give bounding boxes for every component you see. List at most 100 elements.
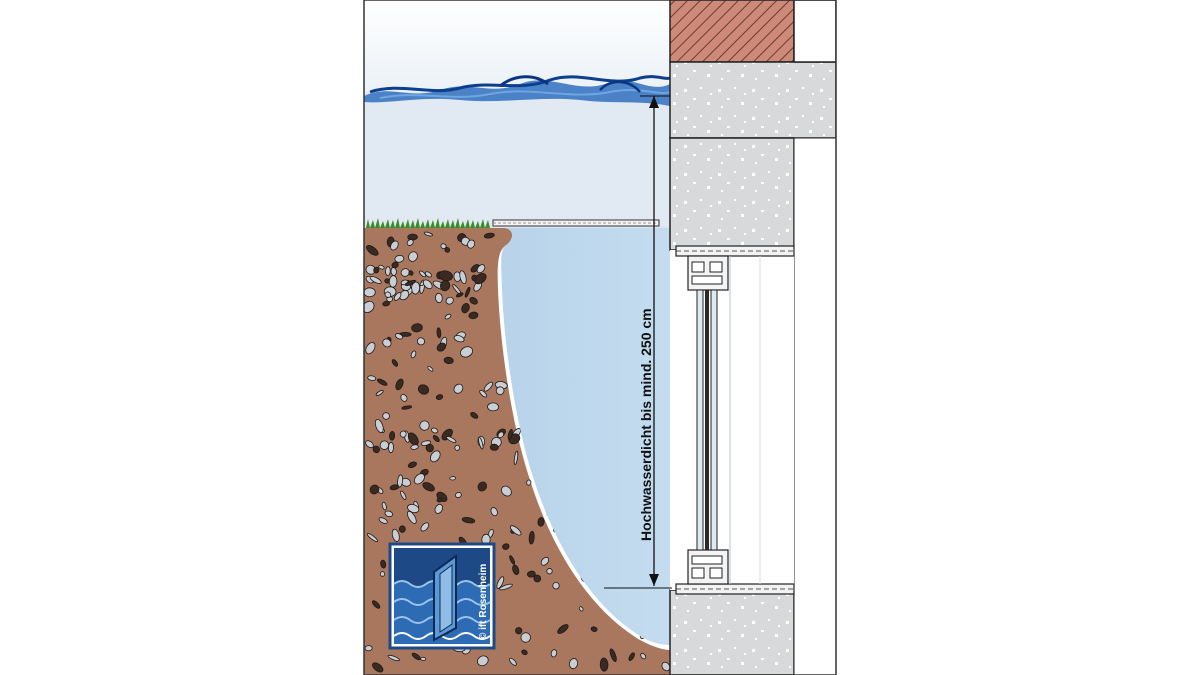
pebble xyxy=(388,441,394,454)
pebble xyxy=(464,286,471,298)
pebble xyxy=(513,450,519,466)
pebble xyxy=(390,267,397,276)
pebble xyxy=(439,280,451,292)
pebble xyxy=(454,444,461,451)
pebble xyxy=(453,335,465,343)
pebble xyxy=(479,389,488,398)
floodwater-above-ground xyxy=(364,92,670,226)
pebble xyxy=(387,654,400,662)
pebble xyxy=(468,311,479,320)
pebble xyxy=(490,507,498,517)
pebble xyxy=(400,268,410,277)
pebble xyxy=(515,627,523,635)
pebble xyxy=(552,582,560,590)
dimension-line: Hochwasserdicht bis mind. 250 cm xyxy=(604,95,672,589)
pebble xyxy=(389,484,400,491)
pebble xyxy=(391,528,400,542)
pebble xyxy=(369,276,382,284)
pebble xyxy=(425,443,434,453)
pebble xyxy=(501,485,512,497)
pebble xyxy=(436,497,443,503)
pebble xyxy=(528,530,535,545)
pebble xyxy=(365,342,376,355)
pebble xyxy=(461,302,470,314)
logo-copyright-text: © ift Rosenheim xyxy=(478,564,489,640)
pebble xyxy=(364,645,373,652)
pebble xyxy=(410,444,419,450)
window-icon xyxy=(670,245,795,595)
pebble xyxy=(497,431,505,439)
pebble xyxy=(512,564,520,575)
pebble xyxy=(366,533,379,543)
pebble xyxy=(411,652,421,661)
brick-wall xyxy=(669,0,795,63)
pebble xyxy=(590,626,598,632)
pebble xyxy=(391,359,399,367)
pebble xyxy=(382,300,391,307)
pebble xyxy=(407,233,418,241)
pebble xyxy=(540,556,550,566)
pebble xyxy=(422,482,435,492)
pebble xyxy=(379,571,386,577)
pebble xyxy=(406,510,417,524)
pebble xyxy=(380,559,387,569)
pebble xyxy=(398,525,406,533)
pebble xyxy=(375,389,384,396)
pebble xyxy=(445,436,457,443)
pebble xyxy=(495,386,505,396)
pebble xyxy=(461,517,476,524)
pebble xyxy=(372,445,380,454)
pebble xyxy=(550,649,558,658)
pebble xyxy=(526,479,532,486)
pebble xyxy=(422,279,433,290)
pebble xyxy=(410,350,417,359)
pebble xyxy=(389,431,396,441)
pebble xyxy=(424,271,432,278)
pebble xyxy=(546,568,553,575)
pebble xyxy=(434,503,443,514)
dimension-label: Hochwasserdicht bis mind. 250 cm xyxy=(638,308,654,541)
pebble xyxy=(400,490,407,500)
pebble xyxy=(578,606,584,612)
pebble xyxy=(385,266,391,276)
pebble xyxy=(476,264,486,274)
pebble xyxy=(568,658,579,670)
pebble xyxy=(557,624,569,634)
pebble xyxy=(417,384,430,395)
pebble xyxy=(467,239,476,249)
pebble xyxy=(394,333,404,340)
pebble xyxy=(413,473,425,485)
pebble xyxy=(455,292,464,298)
pebble xyxy=(374,419,384,433)
concrete-lintel xyxy=(669,61,836,139)
pebble xyxy=(507,428,513,440)
pebble xyxy=(373,266,380,274)
pebble xyxy=(427,365,434,372)
diagram-frame: Hochwasserdicht bis mind. 250 cm © ift R… xyxy=(364,0,836,675)
pebble xyxy=(378,264,385,270)
pebble xyxy=(478,437,484,450)
pebble xyxy=(459,270,467,285)
pebble xyxy=(640,652,647,660)
pebble xyxy=(509,555,516,565)
pebble xyxy=(384,291,392,298)
pebble xyxy=(444,246,451,253)
pebble xyxy=(401,405,413,410)
pebble xyxy=(470,412,479,419)
pebble xyxy=(499,583,513,591)
pebble xyxy=(487,402,500,412)
pebble xyxy=(420,522,430,532)
pebble xyxy=(397,474,404,488)
pebble xyxy=(609,648,617,662)
pebble xyxy=(367,375,377,381)
pebble xyxy=(445,296,454,305)
pebble xyxy=(393,292,402,301)
pebble xyxy=(423,231,433,237)
pebble xyxy=(416,337,426,346)
pebble xyxy=(366,245,379,256)
pebble xyxy=(430,450,441,463)
pebble xyxy=(399,430,407,438)
pebble xyxy=(509,657,517,666)
pebble xyxy=(381,501,387,511)
pebble xyxy=(420,656,427,661)
